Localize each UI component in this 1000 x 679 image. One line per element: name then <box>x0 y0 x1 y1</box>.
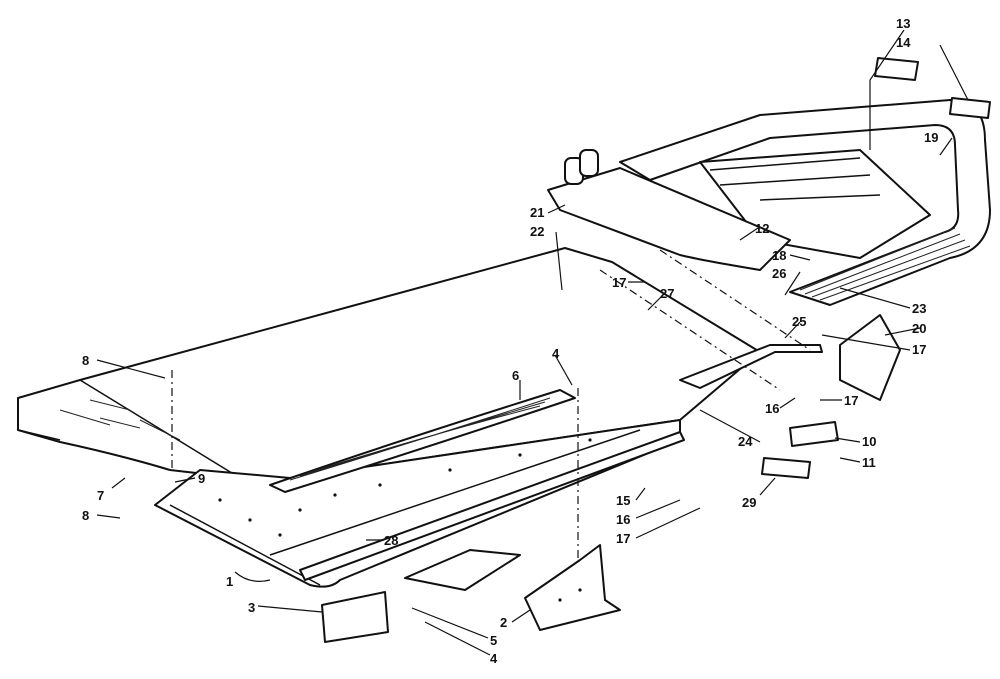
callout-2: 2 <box>500 615 507 630</box>
callout-4b: 4 <box>490 651 498 666</box>
callout-26: 26 <box>772 266 786 281</box>
callout-29: 29 <box>742 495 756 510</box>
tunnel-panel <box>17 247 761 479</box>
callout-18: 18 <box>772 248 786 263</box>
callout-28: 28 <box>384 533 398 548</box>
callout-27: 27 <box>660 286 674 301</box>
callout-15: 15 <box>616 493 630 508</box>
callouts: 1 2 3 4 4 5 6 7 8 8 9 10 11 12 13 14 15 … <box>82 16 938 666</box>
assembly-lines <box>171 249 811 560</box>
callout-20: 20 <box>912 321 926 336</box>
side-rail-tube <box>299 344 823 581</box>
callout-8a: 8 <box>82 353 89 368</box>
leader-lines <box>96 29 969 656</box>
callout-6: 6 <box>512 368 519 383</box>
snow-flap <box>839 314 901 401</box>
running-board <box>154 419 681 588</box>
callout-25: 25 <box>792 314 806 329</box>
callout-21: 21 <box>530 205 544 220</box>
reinforcement-rail <box>269 389 576 493</box>
mount-bracket <box>524 544 621 631</box>
small-plate <box>321 591 389 643</box>
callout-7: 7 <box>97 488 104 503</box>
callout-19: 19 <box>924 130 938 145</box>
callout-12: 12 <box>755 221 769 236</box>
skid-plate <box>404 549 521 591</box>
callout-17b: 17 <box>612 275 626 290</box>
callout-17d: 17 <box>844 393 858 408</box>
decals <box>761 57 991 479</box>
callout-17a: 17 <box>616 531 630 546</box>
callout-17c: 17 <box>912 342 926 357</box>
callout-13: 13 <box>896 16 910 31</box>
callout-11: 11 <box>862 455 876 470</box>
callout-3: 3 <box>248 600 255 615</box>
callout-1: 1 <box>226 574 233 589</box>
callout-22: 22 <box>530 224 544 239</box>
callout-9: 9 <box>198 471 205 486</box>
callout-16b: 16 <box>765 401 779 416</box>
callout-16a: 16 <box>616 512 630 527</box>
callout-10: 10 <box>862 434 876 449</box>
callout-14: 14 <box>896 35 911 50</box>
callout-5: 5 <box>490 633 497 648</box>
callout-4a: 4 <box>552 346 560 361</box>
callout-23: 23 <box>912 301 926 316</box>
rear-top-plate <box>547 149 791 271</box>
callout-8b: 8 <box>82 508 89 523</box>
callout-24: 24 <box>738 434 753 449</box>
